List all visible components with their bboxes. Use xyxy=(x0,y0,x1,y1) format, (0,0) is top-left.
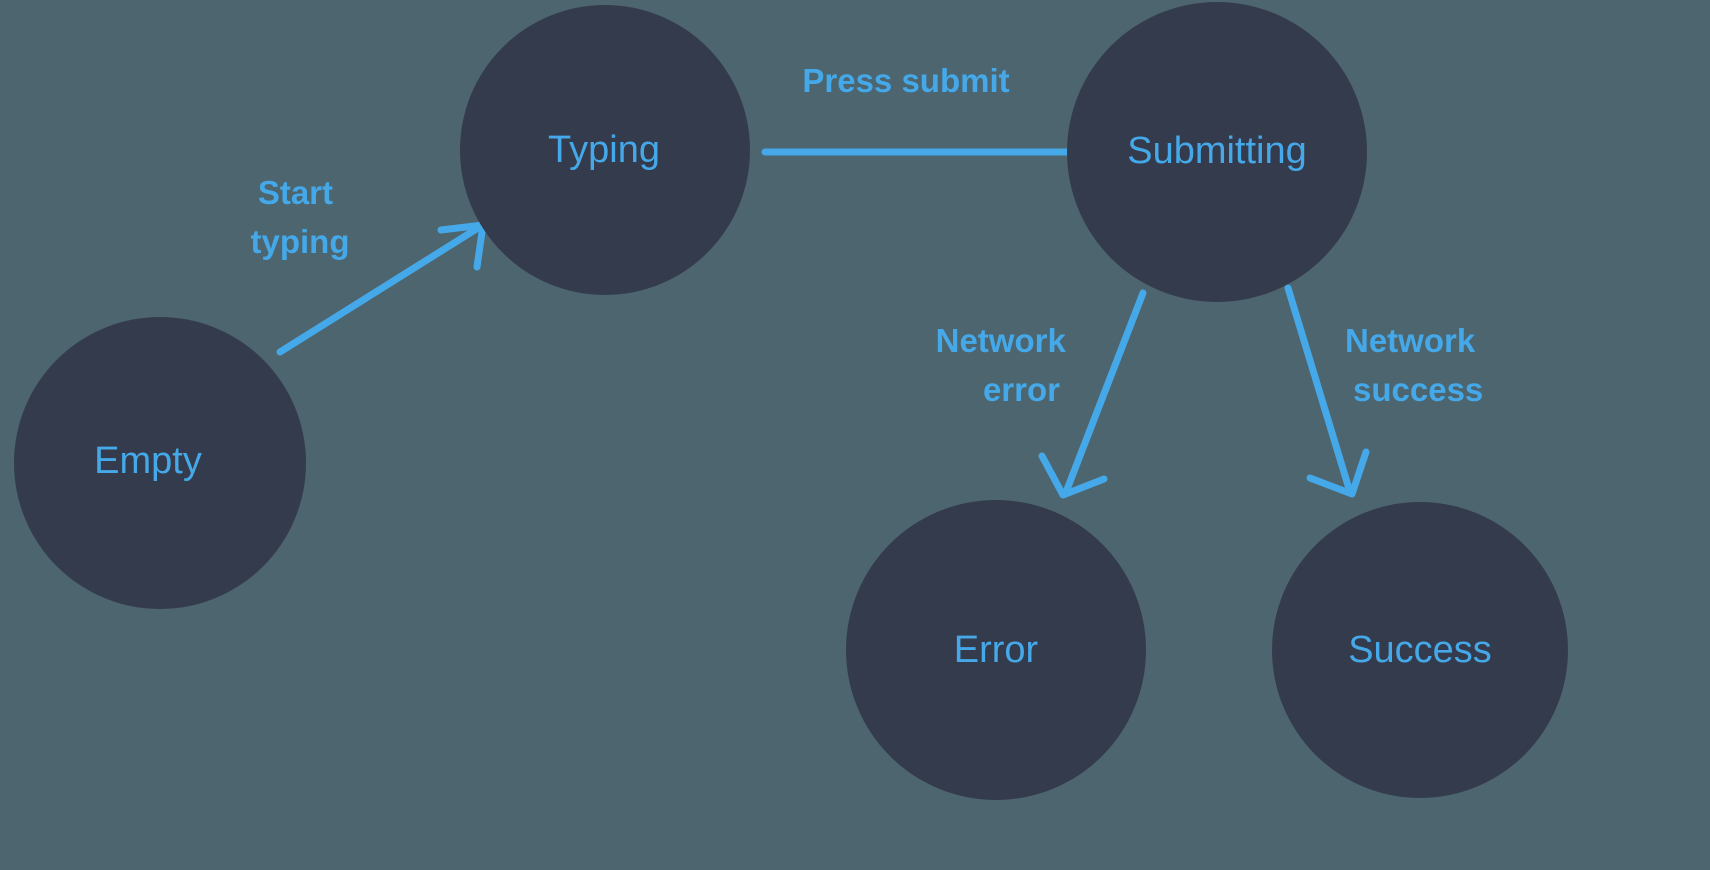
edge-label-network-success: Network success xyxy=(1345,322,1484,408)
edge-line-submitting-to-success xyxy=(1284,284,1354,496)
edge-label-line: typing xyxy=(251,223,350,260)
node-circle-typing[interactable] xyxy=(460,5,750,295)
arrowhead-submitting-to-error xyxy=(1038,452,1108,499)
node-label-submitting: Submitting xyxy=(1127,130,1307,172)
node-success[interactable]: Success xyxy=(1272,502,1568,798)
node-circle-empty[interactable] xyxy=(14,317,306,609)
node-circle-success[interactable] xyxy=(1272,502,1568,798)
edge-submitting-to-error xyxy=(1038,289,1147,499)
edge-label-line: Network xyxy=(936,322,1067,359)
edge-line-submitting-to-error xyxy=(1062,289,1147,496)
edge-line-empty-to-typing xyxy=(276,224,482,356)
edge-label-line: error xyxy=(983,371,1060,408)
node-label-typing: Typing xyxy=(548,129,660,171)
node-label-success: Success xyxy=(1348,629,1492,671)
edge-label-network-error: Network error xyxy=(936,322,1075,408)
edge-label-start-typing: Start typing xyxy=(251,174,350,260)
edge-label-line: Press submit xyxy=(802,62,1009,99)
node-circle-submitting[interactable] xyxy=(1067,2,1367,302)
node-circle-error[interactable] xyxy=(846,500,1146,800)
node-empty[interactable]: Empty xyxy=(14,317,306,609)
edge-label-line: Start xyxy=(258,174,333,211)
node-label-empty: Empty xyxy=(94,440,202,482)
edge-label-line: Network xyxy=(1345,322,1476,359)
edge-label-press-submit: Press submit xyxy=(802,62,1009,99)
node-error[interactable]: Error xyxy=(846,500,1146,800)
arrowhead-submitting-to-success xyxy=(1306,448,1370,498)
node-typing[interactable]: Typing xyxy=(460,5,750,295)
node-submitting[interactable]: Submitting xyxy=(1067,2,1367,302)
edge-submitting-to-success xyxy=(1284,284,1370,498)
node-label-error: Error xyxy=(954,629,1039,671)
edge-label-line: success xyxy=(1353,371,1483,408)
